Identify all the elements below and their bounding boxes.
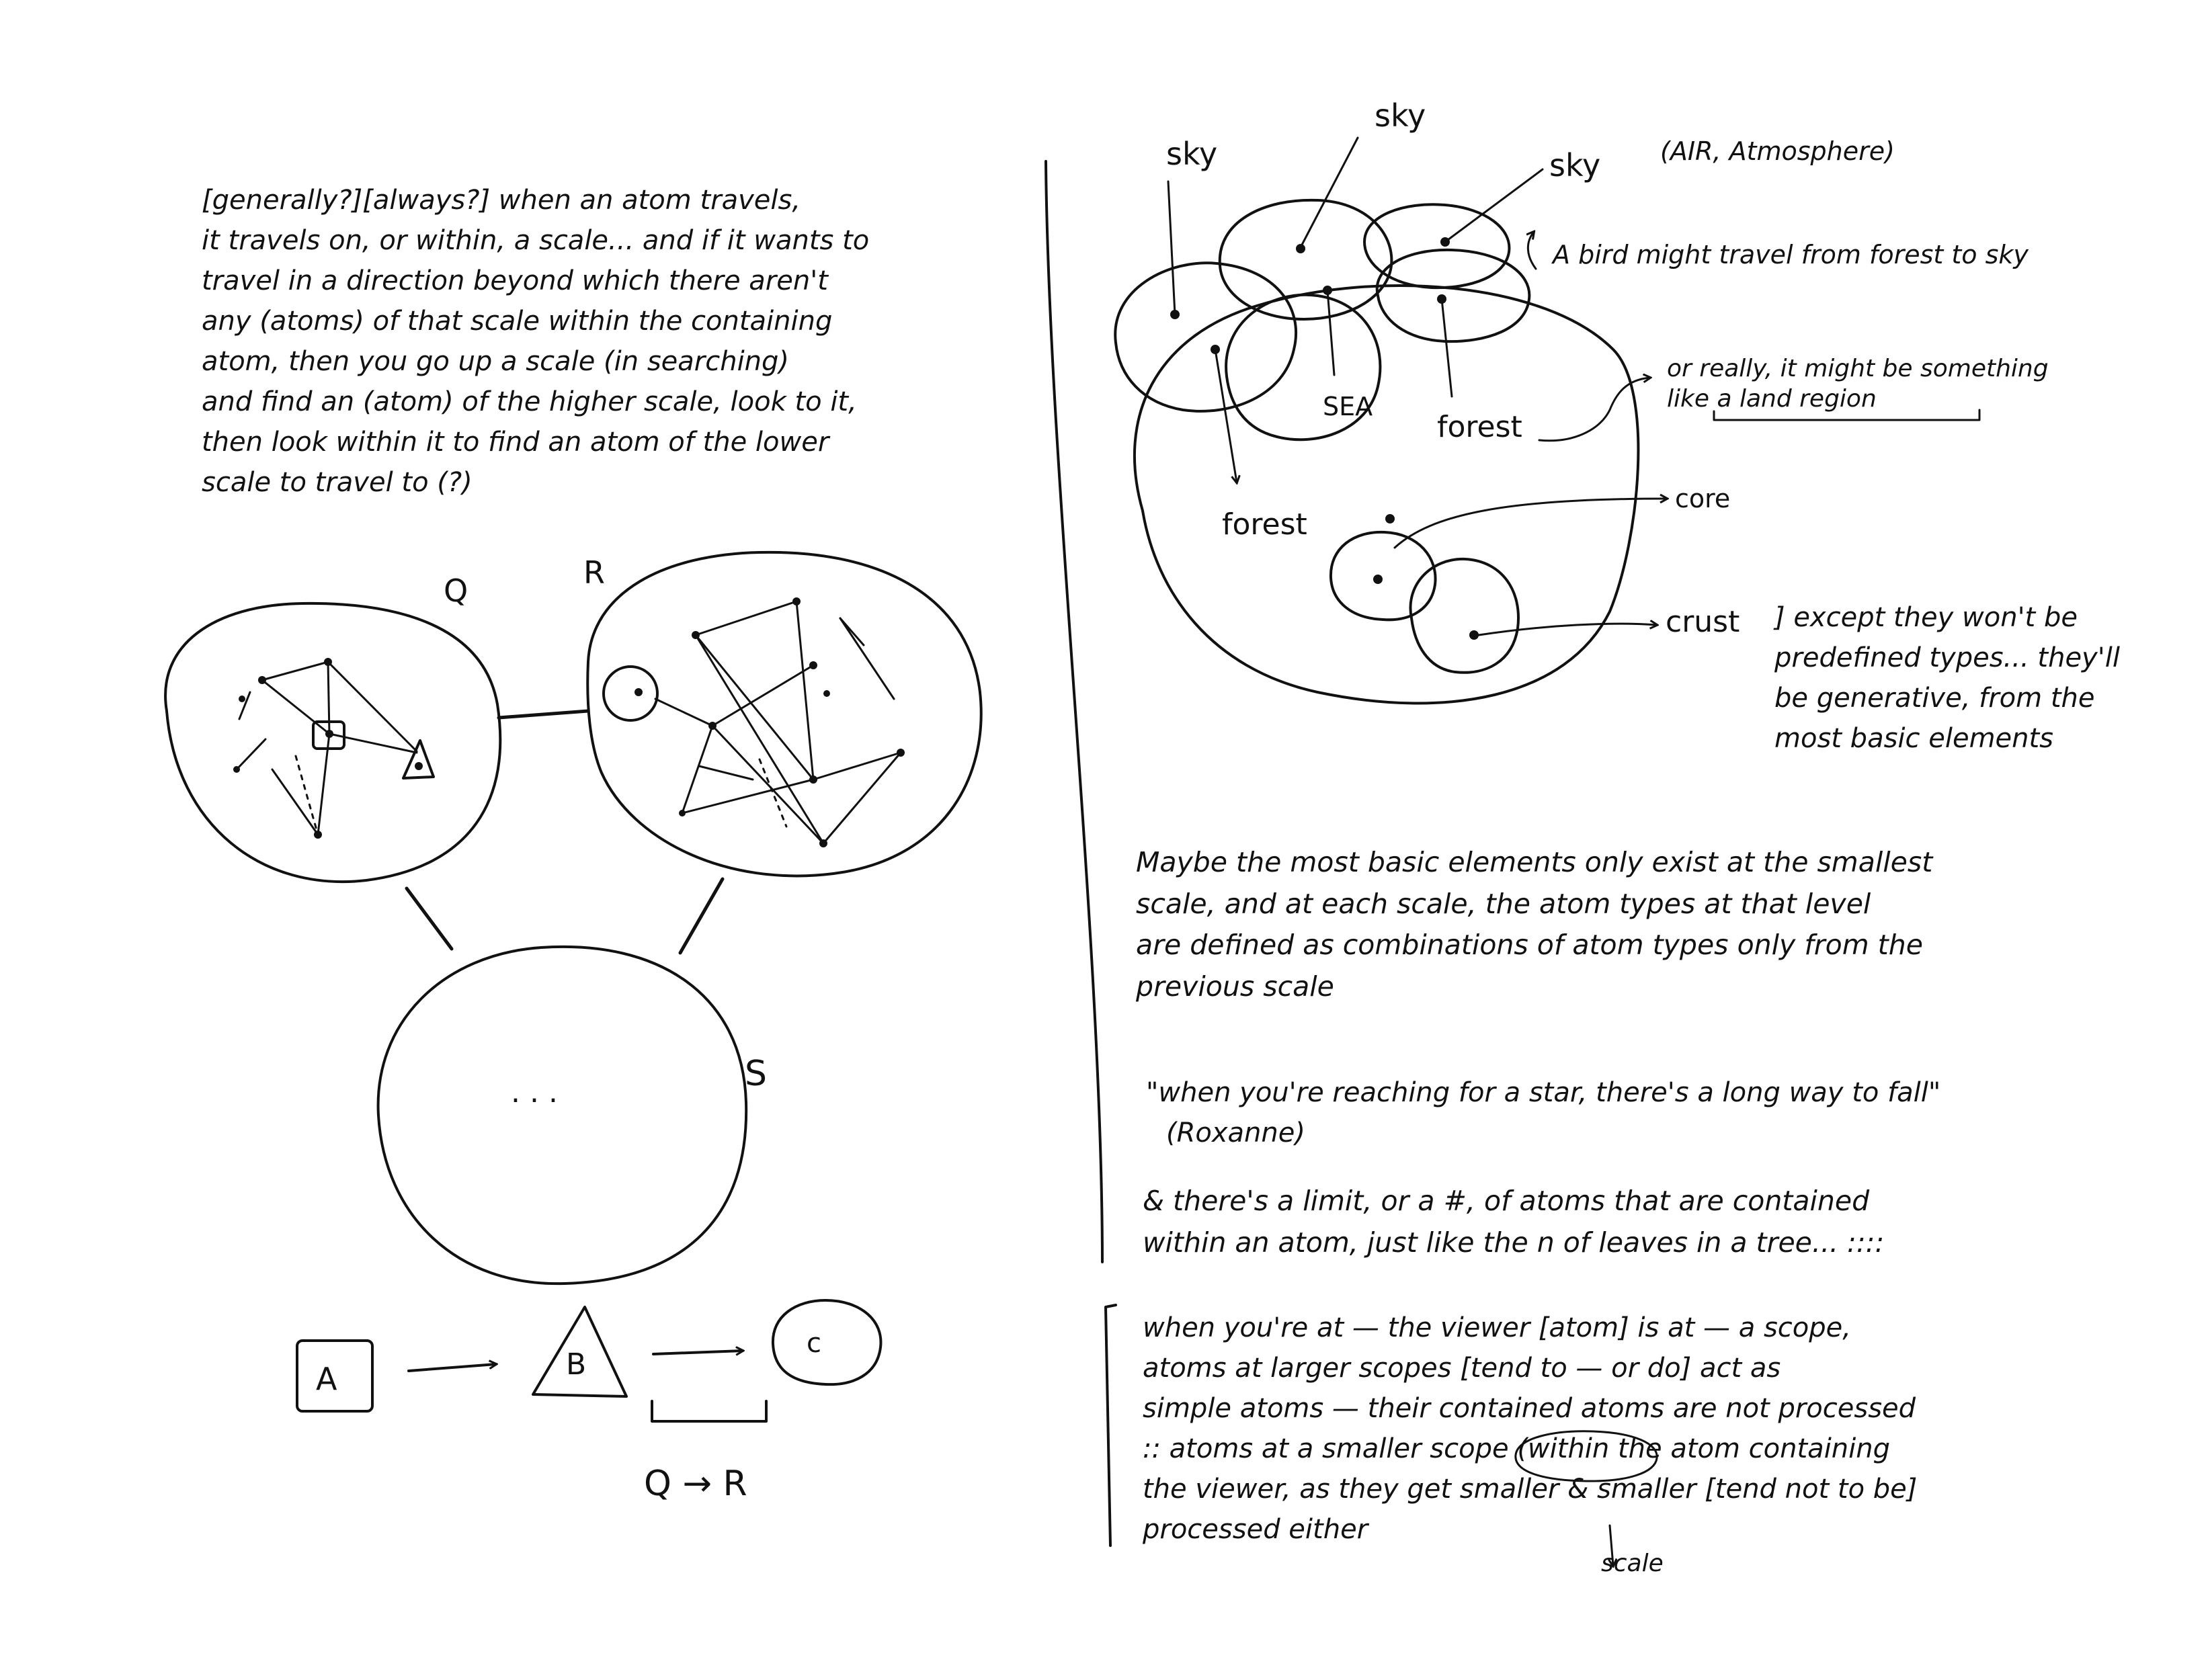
label-sea: SEA	[1323, 392, 1373, 421]
viewer-line: processed either	[1143, 1514, 1368, 1545]
q-square-atom	[312, 720, 345, 750]
crust-circle	[1409, 557, 1520, 674]
label-sky-3: sky	[1549, 147, 1600, 183]
basic-elements-line: scale, and at each scale, the atom types…	[1136, 887, 1871, 920]
q-to-r-label: Q → R	[644, 1464, 747, 1504]
q-to-r-bracket	[651, 1400, 768, 1423]
sky-ellipse-1	[1114, 261, 1298, 413]
node-q-circle	[164, 601, 502, 884]
intro-line: any (atoms) of that scale within the con…	[202, 306, 833, 337]
generative-line: be generative, from the	[1774, 683, 2095, 714]
viewer-line: the viewer, as they get smaller & smalle…	[1143, 1474, 1918, 1505]
quote-attribution: (Roxanne)	[1166, 1118, 1305, 1148]
basic-elements-note: Maybe the most basic elements only exist…	[1136, 839, 1932, 1004]
sky-ellipse-4	[1375, 248, 1531, 343]
bird-arrow	[1528, 232, 1537, 270]
edge-q-r	[497, 709, 590, 720]
scope-circle	[1514, 1430, 1658, 1482]
scope-annotation: scale	[1514, 1430, 1664, 1577]
intro-line: atom, then you go up a scale (in searchi…	[202, 346, 790, 377]
edge-q-s	[405, 886, 454, 951]
generative-line: ] except they won't be	[1774, 602, 2078, 633]
intro-line: travel in a direction beyond which there…	[202, 265, 828, 296]
core-arrow	[1393, 499, 1667, 549]
generative-note: ] except they won't be predefined types.…	[1774, 597, 2120, 758]
atom-c-label: c	[807, 1328, 821, 1359]
generative-line: most basic elements	[1774, 723, 2054, 754]
viewer-line: atoms at larger scopes [tend to — or do]…	[1143, 1353, 1781, 1384]
sky-ellipse-3	[1363, 203, 1511, 290]
intro-line: [generally?][always?] when an atom trave…	[202, 185, 801, 216]
label-core: core	[1675, 484, 1730, 513]
label-sky-2: sky	[1375, 97, 1426, 134]
label-forest-outer: forest	[1222, 507, 1307, 542]
world-circle	[1133, 284, 1640, 705]
label-scale: scale	[1601, 1550, 1664, 1577]
label-sky-note: (AIR, Atmosphere)	[1660, 136, 1895, 166]
viewer-note: when you're at — the viewer [atom] is at…	[1143, 1305, 1917, 1547]
node-q-label: Q	[444, 573, 468, 609]
region-underline	[1713, 409, 1981, 421]
viewer-line: simple atoms — their contained atoms are…	[1143, 1393, 1916, 1424]
edge-r-s	[678, 877, 725, 955]
atom-a-label: A	[316, 1361, 337, 1397]
world-diagram: sky sky sky (AIR, Atmosphere) A bird mig…	[1114, 97, 2049, 705]
q-triangle-atom	[402, 739, 435, 780]
label-region-note-2: like a land region	[1667, 385, 1877, 413]
generative-line: predefined types... they'll	[1774, 642, 2120, 673]
atom-b-triangle	[532, 1306, 628, 1398]
viewer-note-bracket	[1104, 1304, 1117, 1547]
node-r-label: R	[583, 554, 605, 591]
node-s-circle	[376, 945, 748, 1286]
label-crust: crust	[1666, 605, 1740, 639]
atom-c-circle	[771, 1299, 883, 1386]
node-r-circle	[586, 550, 983, 878]
region-arrow	[1538, 378, 1650, 442]
intro-paragraph: [generally?][always?] when an atom trave…	[202, 180, 869, 503]
r-circle-atom	[602, 665, 659, 722]
intro-line: and find an (atom) of the higher scale, …	[202, 386, 857, 417]
quote-line: "when you're reaching for a star, there'…	[1146, 1077, 1941, 1108]
basic-elements-line: Maybe the most basic elements only exist…	[1136, 846, 1933, 878]
page-divider	[1045, 160, 1104, 1263]
limit-line: & there's a limit, or a #, of atoms that…	[1143, 1185, 1870, 1217]
abc-sequence: A B c Q → R	[296, 1299, 883, 1504]
intro-line: scale to travel to (?)	[202, 467, 473, 498]
label-region-note-1: or really, it might be something	[1667, 355, 2049, 382]
arrow-b-c	[652, 1351, 743, 1354]
intro-line: then look within it to find an atom of t…	[202, 427, 829, 458]
label-sky-1: sky	[1166, 136, 1217, 172]
core-circle	[1329, 530, 1437, 622]
sky-ellipse-2	[1218, 198, 1393, 321]
atom-a-box	[296, 1339, 374, 1413]
atom-b-label: B	[566, 1347, 586, 1382]
r-network	[602, 597, 905, 847]
q-network	[233, 658, 435, 839]
limit-line: within an atom, just like the n of leave…	[1143, 1226, 1885, 1259]
limit-note: & there's a limit, or a #, of atoms that…	[1143, 1177, 1884, 1260]
basic-elements-line: are defined as combinations of atom type…	[1136, 929, 1923, 961]
basic-elements-line: previous scale	[1136, 970, 1334, 1003]
arrow-a-b	[407, 1364, 496, 1372]
node-s-contents: . . .	[511, 1075, 558, 1109]
crust-arrow	[1477, 624, 1657, 636]
qrs-graph: Q R	[164, 550, 983, 1286]
node-s-label: S	[745, 1054, 767, 1094]
forest-ellipse	[1225, 293, 1382, 442]
intro-line: it travels on, or within, a scale... and…	[202, 225, 870, 256]
viewer-line: when you're at — the viewer [atom] is at…	[1143, 1312, 1851, 1343]
quote-block: "when you're reaching for a star, there'…	[1146, 1070, 1940, 1150]
scope-arrow	[1610, 1524, 1613, 1566]
label-bird-note: A bird might travel from forest to sky	[1551, 240, 2029, 269]
label-forest-inner: forest	[1437, 410, 1522, 444]
